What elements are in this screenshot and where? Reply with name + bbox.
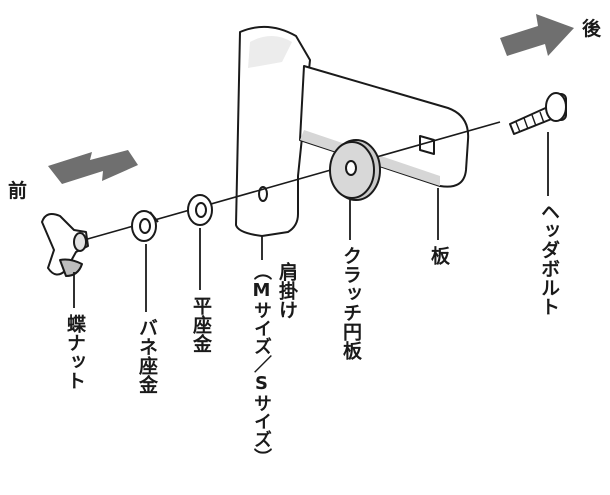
- shoulder-mount-part: [235, 25, 311, 237]
- spring-washer-label: バネ座金: [135, 318, 158, 394]
- spring-washer-part: [131, 210, 159, 242]
- head-bolt-part: [509, 92, 567, 135]
- wing-nut-label: 蝶ナット: [63, 314, 86, 390]
- clutch-disc-part: [329, 139, 381, 201]
- head-bolt-label: ヘッダボルト: [537, 202, 560, 316]
- back-arrow: [500, 14, 574, 56]
- front-arrow: [48, 150, 138, 184]
- flat-washer-label: 平座金: [189, 296, 212, 353]
- front-label: 前: [8, 180, 28, 202]
- size-note-label: （Mサイズ／Sサイズ）: [251, 262, 272, 466]
- leader-lines: [73, 132, 549, 312]
- plate-part: [299, 65, 470, 188]
- clutch-disc-label: クラッチ円板: [339, 246, 362, 360]
- flat-washer-part: [187, 194, 213, 226]
- back-label: 後: [582, 18, 602, 40]
- plate-label: 板: [427, 246, 450, 265]
- shoulder-mount-label: 肩掛け: [275, 262, 298, 319]
- wing-nut-part: [41, 213, 89, 277]
